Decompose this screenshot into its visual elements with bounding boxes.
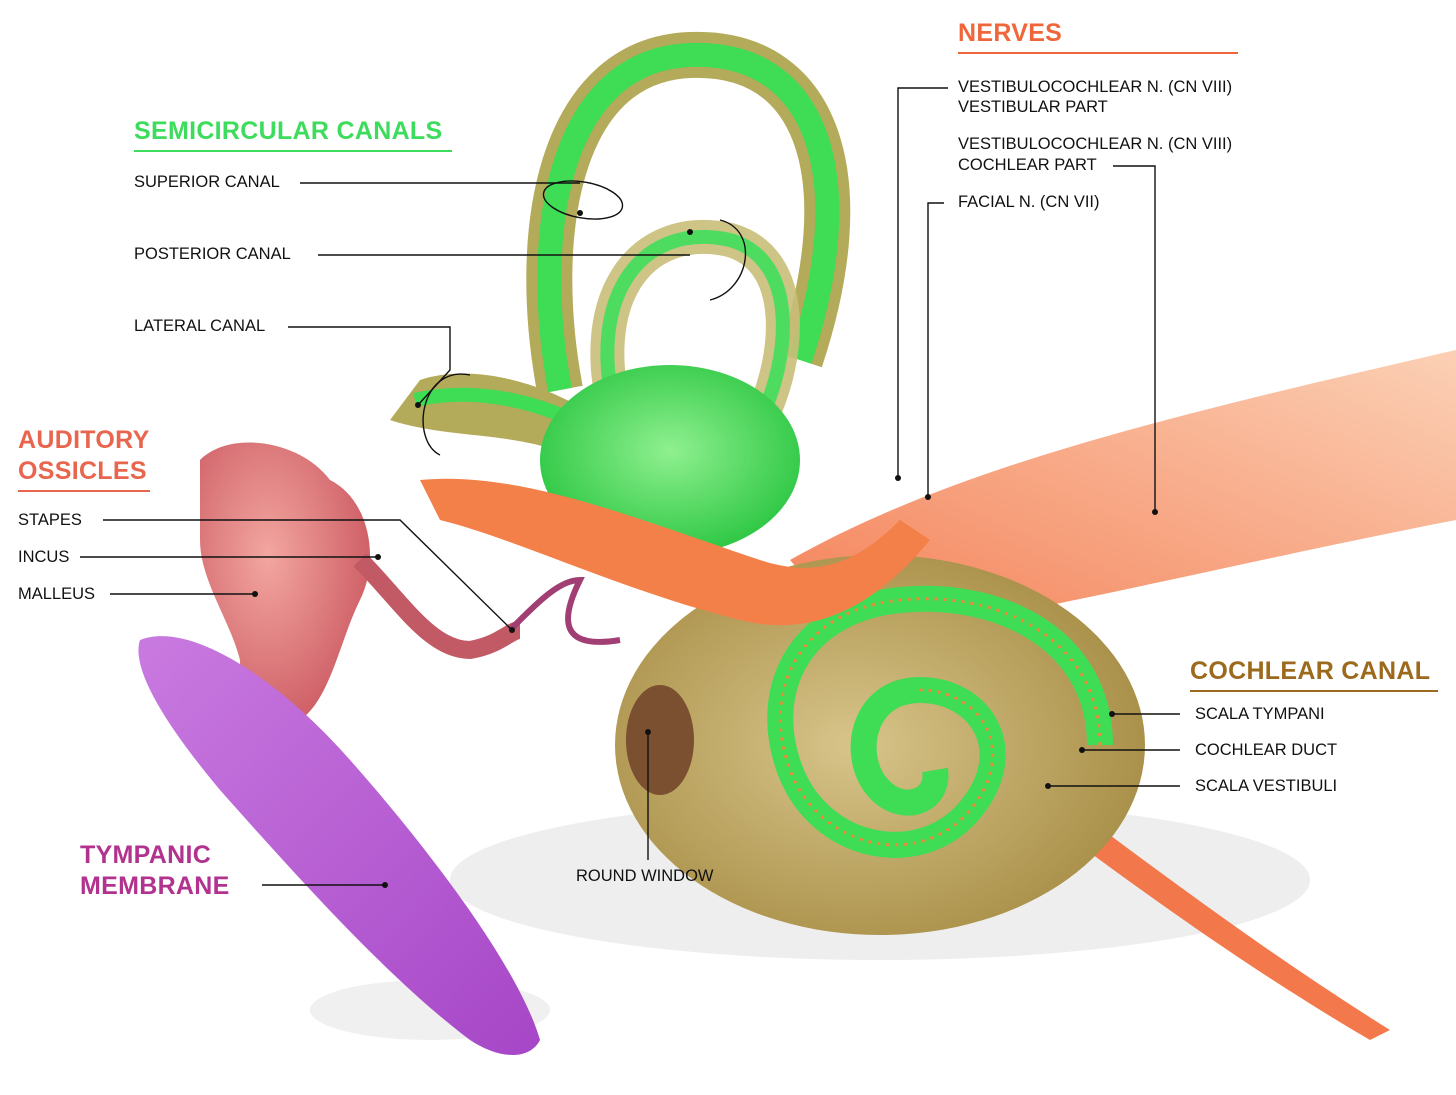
dot-scala-tympani <box>1109 711 1115 717</box>
cochlear-canal-title: COCHLEAR CANAL <box>1190 657 1430 685</box>
leader-vestibular-part <box>898 88 948 478</box>
dot-vestibular-part <box>895 475 901 481</box>
label-scala-tympani: SCALA TYMPANI <box>1195 704 1325 725</box>
nerves-title: NERVES <box>958 19 1062 47</box>
label-posterior-canal: POSTERIOR CANAL <box>134 244 291 265</box>
leader-facial-nerve <box>928 203 944 497</box>
semicircular-canals-heading: SEMICIRCULAR CANALS <box>134 116 452 152</box>
label-cochlear-duct: COCHLEAR DUCT <box>1195 740 1337 761</box>
stapes-shape <box>360 560 520 650</box>
nerves-heading: NERVES <box>958 18 1238 54</box>
label-stapes: STAPES <box>18 510 82 531</box>
label-facial-nerve: FACIAL N. (CN VII) <box>958 192 1100 213</box>
stapes-arch <box>510 580 620 642</box>
dot-facial-nerve <box>925 494 931 500</box>
label-scala-vestibuli: SCALA VESTIBULI <box>1195 776 1337 797</box>
tympanic-membrane-title-line2: MEMBRANE <box>80 871 230 902</box>
round-window-shape <box>626 685 694 795</box>
dot-superior-canal <box>577 210 583 216</box>
dot-tympanic-membrane <box>382 882 388 888</box>
auditory-ossicles-rule <box>18 490 150 492</box>
cochlear-canal-rule <box>1190 690 1438 692</box>
label-vestibulocochlear-cochlear-line2: COCHLEAR PART <box>958 155 1097 176</box>
auditory-ossicles-heading: AUDITORY OSSICLES <box>18 425 150 492</box>
label-vestibulocochlear-vestibular-line1: VESTIBULOCOCHLEAR N. (CN VIII) <box>958 77 1232 98</box>
semicircular-canals-rule <box>134 150 452 152</box>
dot-malleus <box>252 591 258 597</box>
semicircular-canals-title: SEMICIRCULAR CANALS <box>134 117 442 145</box>
cochlear-canal-heading: COCHLEAR CANAL <box>1190 656 1438 692</box>
dot-incus <box>375 554 381 560</box>
label-incus: INCUS <box>18 547 69 568</box>
nerves-rule <box>958 52 1238 54</box>
dot-scala-vestibuli <box>1045 783 1051 789</box>
auditory-ossicles-title-line2: OSSICLES <box>18 456 150 487</box>
label-round-window: ROUND WINDOW <box>576 866 713 887</box>
dot-stapes <box>509 627 515 633</box>
label-superior-canal: SUPERIOR CANAL <box>134 172 280 193</box>
dot-posterior-canal <box>687 229 693 235</box>
auditory-ossicles-title-line1: AUDITORY <box>18 425 150 456</box>
label-vestibulocochlear-vestibular-line2: VESTIBULAR PART <box>958 97 1108 118</box>
tympanic-membrane-title-line1: TYMPANIC <box>80 840 230 871</box>
label-malleus: MALLEUS <box>18 584 95 605</box>
label-lateral-canal: LATERAL CANAL <box>134 316 265 337</box>
label-vestibulocochlear-cochlear-line1: VESTIBULOCOCHLEAR N. (CN VIII) <box>958 134 1232 155</box>
dot-cochlear-part <box>1152 509 1158 515</box>
dot-cochlear-duct <box>1079 747 1085 753</box>
tympanic-membrane-heading: TYMPANIC MEMBRANE <box>80 840 230 902</box>
dot-lateral-canal <box>415 402 421 408</box>
dot-round-window <box>645 729 651 735</box>
